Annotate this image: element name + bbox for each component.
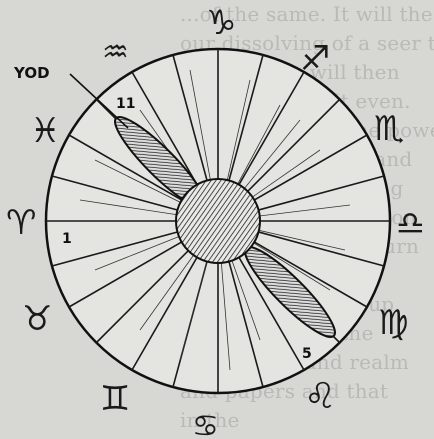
- central-sphere: [175, 178, 261, 264]
- scorpio-glyph-icon: ♏: [374, 109, 404, 149]
- bg-line: in the: [180, 408, 240, 432]
- house-number-1: 1: [62, 231, 72, 247]
- pisces-glyph-icon: ♓: [30, 111, 60, 151]
- sagittarius-glyph-icon: ♐: [300, 39, 330, 79]
- libra-glyph-icon: ♎: [396, 204, 425, 242]
- cancer-glyph-icon: ♋: [192, 409, 219, 439]
- yod-pointer-line: [69, 73, 129, 129]
- aries-glyph-icon: ♈: [6, 203, 36, 243]
- house-number-5: 5: [302, 346, 312, 362]
- leo-glyph-icon: ♌: [304, 376, 336, 417]
- gemini-glyph-icon: ♊: [100, 379, 130, 419]
- taurus-glyph-icon: ♉: [22, 299, 52, 339]
- house-number-11: 11: [116, 96, 135, 112]
- yod-label: YOD: [13, 64, 50, 82]
- bg-line: ...of the same. It will the: [180, 2, 433, 26]
- capricorn-glyph-icon: ♑: [206, 3, 236, 43]
- aquarius-glyph-icon: ♒: [102, 35, 129, 70]
- virgo-glyph-icon: ♍: [378, 303, 408, 343]
